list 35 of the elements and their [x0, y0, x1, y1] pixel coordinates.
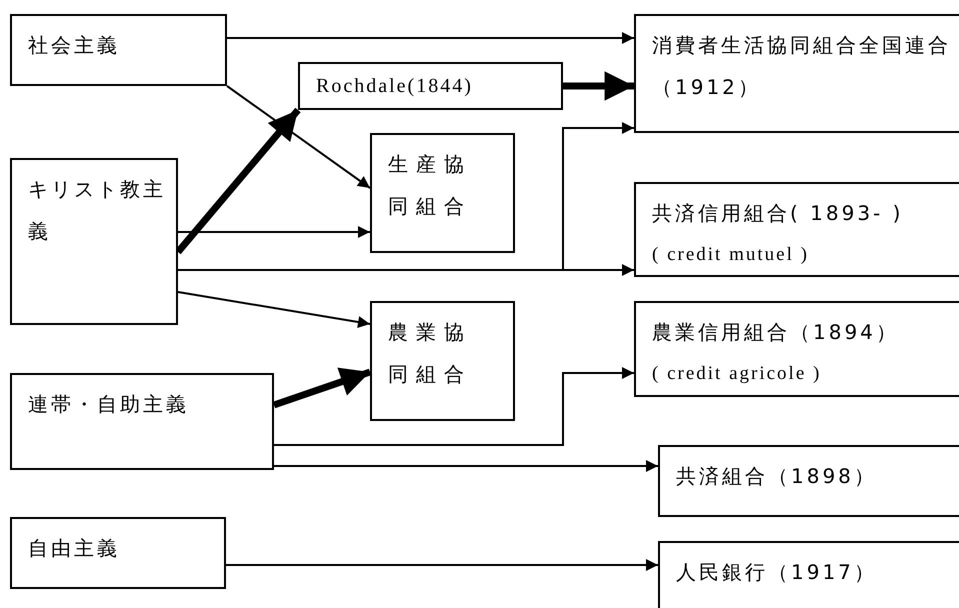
concept-box	[10, 517, 226, 589]
arrow	[274, 460, 658, 472]
concept-box	[298, 62, 563, 110]
arrow	[226, 85, 371, 189]
box-label: 自由主義	[28, 535, 121, 562]
concept-box	[634, 301, 959, 397]
arrow	[272, 368, 372, 408]
box-label: 社会主義	[28, 32, 121, 59]
box-label: 共済信用組合( 1893- )	[652, 200, 904, 227]
box-label: ( credit agricole )	[652, 362, 822, 386]
box-label: Rochdale(1844)	[316, 74, 474, 99]
box-label: 連帯・自助主義	[28, 391, 190, 418]
box-label: 消費者生活協同組合全国連合（1912）	[652, 32, 952, 101]
box-label: 人民銀行（1917）	[676, 559, 878, 586]
box-label: 農業信用組合（1894）	[652, 319, 900, 346]
arrow	[178, 226, 370, 238]
arrow	[178, 291, 370, 328]
box-label: ( credit mutuel )	[652, 243, 810, 267]
box-label: 生産協同組合	[388, 151, 473, 220]
box-label: 共済組合（1898）	[676, 463, 878, 490]
box-label: 農業協同組合	[388, 319, 473, 388]
concept-box	[370, 133, 515, 253]
concept-box	[634, 14, 959, 133]
arrow	[227, 32, 634, 44]
concept-box	[658, 541, 959, 608]
concept-box	[10, 373, 274, 470]
concept-box	[634, 182, 959, 277]
arrow	[226, 559, 658, 571]
concept-box	[10, 158, 178, 325]
box-label: キリスト教主義	[28, 176, 166, 245]
arrow	[274, 367, 634, 446]
arrow	[563, 71, 634, 101]
concept-box	[370, 301, 515, 421]
concept-box	[658, 445, 959, 517]
concept-box	[10, 14, 227, 86]
